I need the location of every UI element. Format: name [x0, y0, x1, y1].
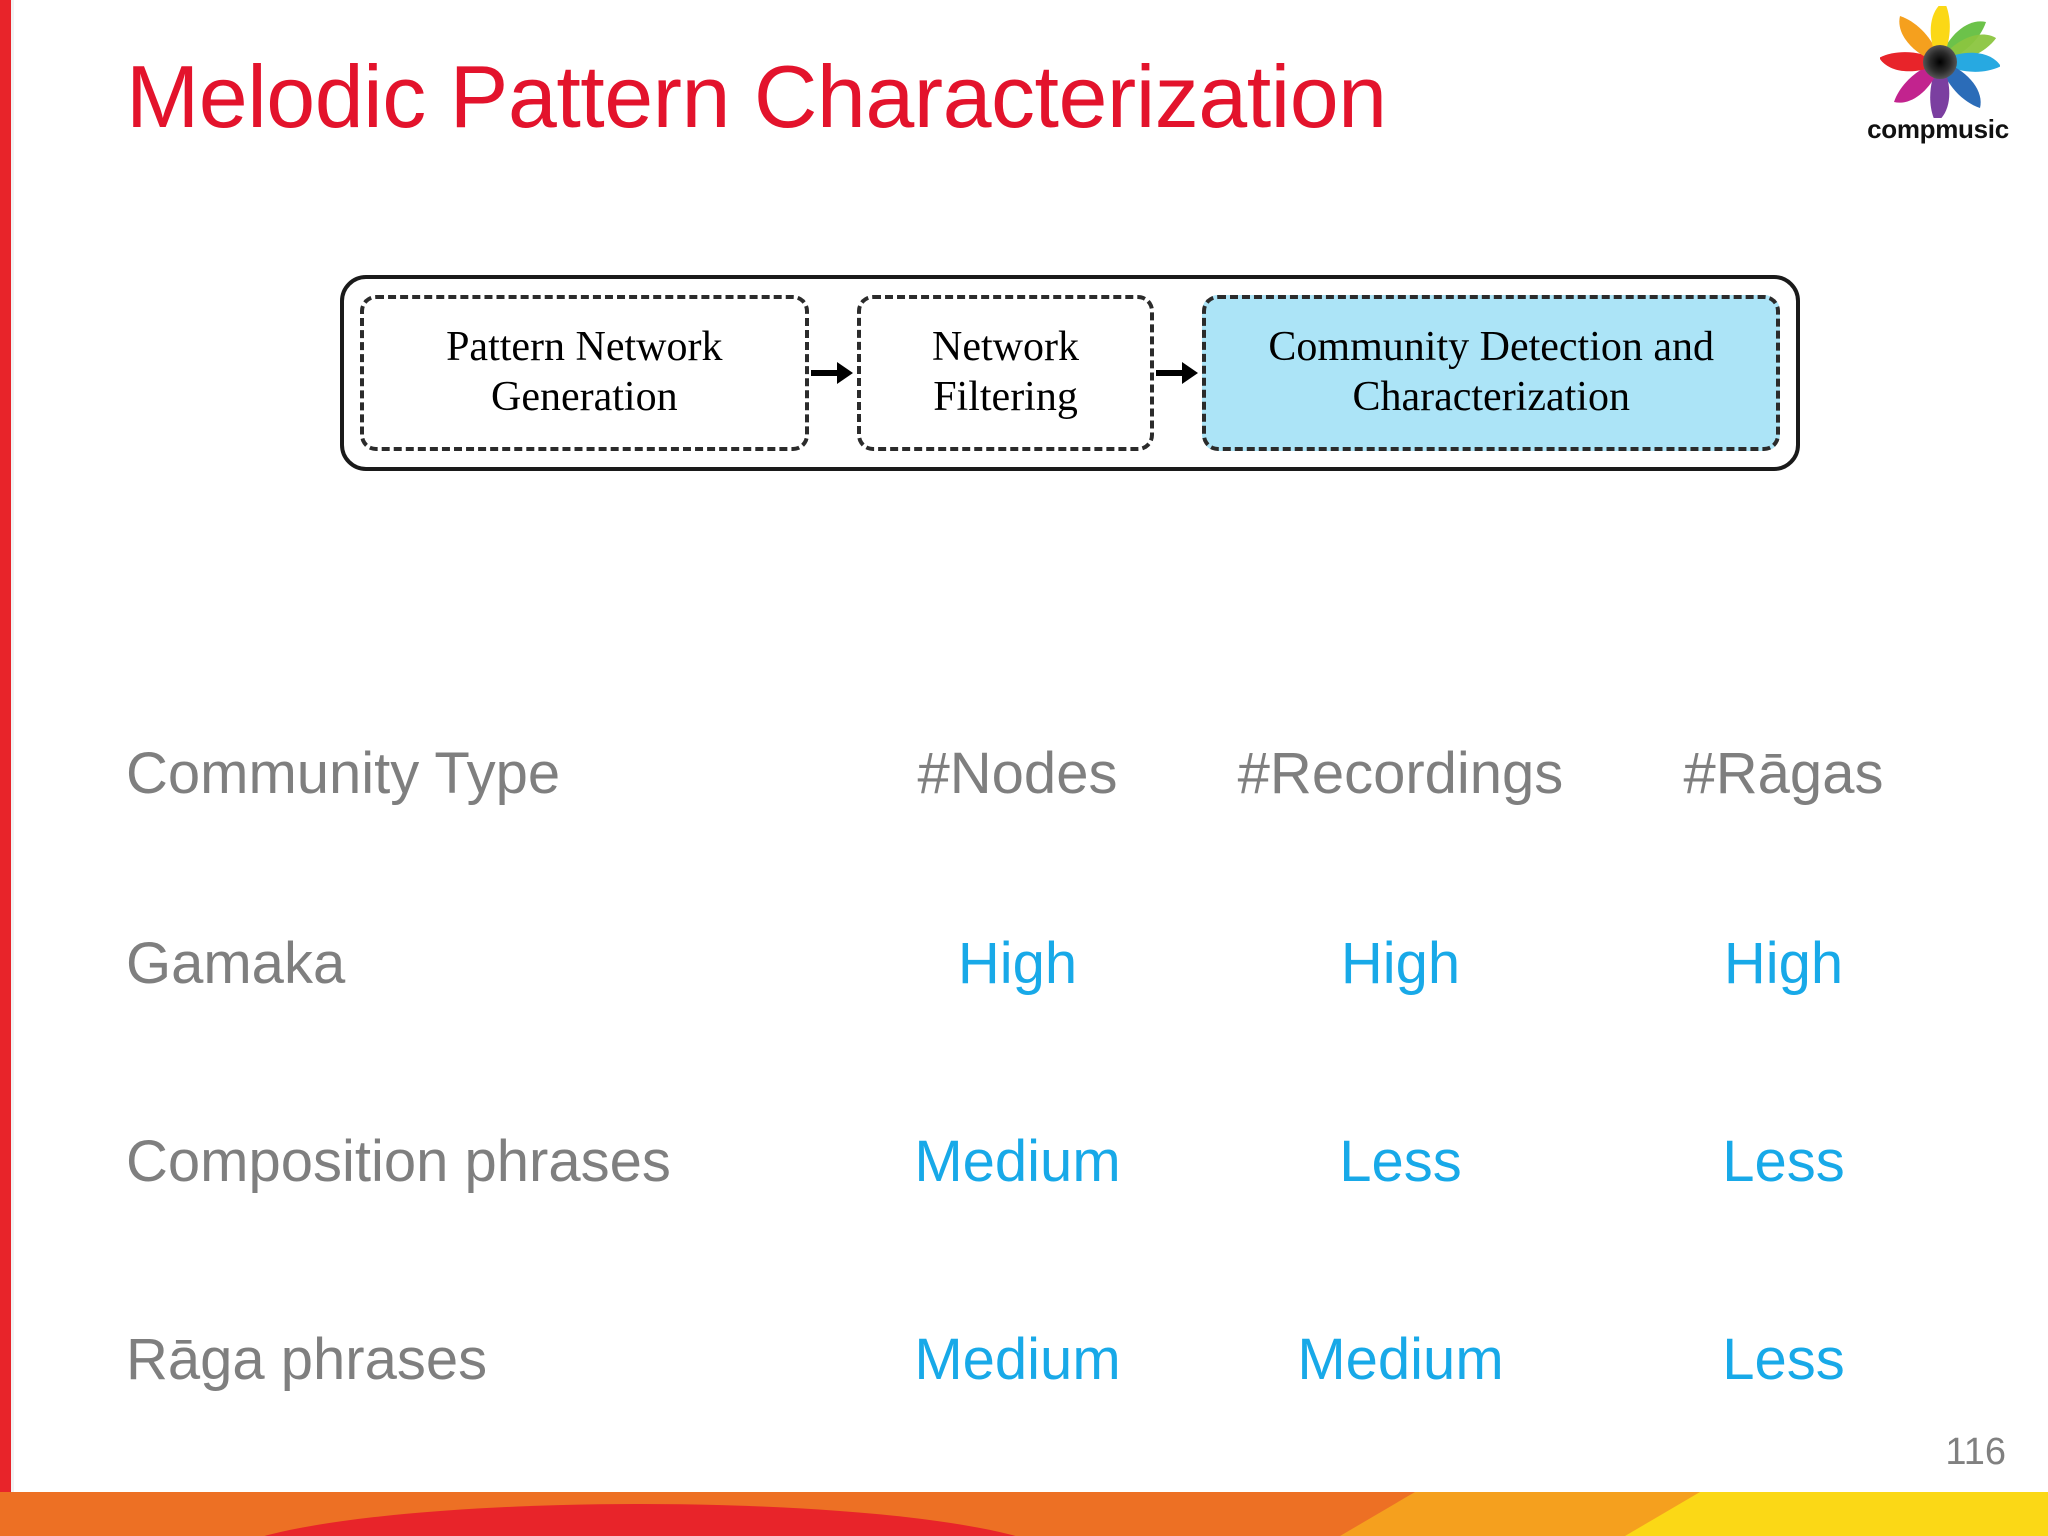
page-title: Melodic Pattern Characterization: [126, 47, 1387, 146]
footer-decorative-band: [0, 1492, 2048, 1536]
row-label-gamaka: Gamaka: [126, 931, 346, 996]
cell-composition-nodes: Medium: [914, 1129, 1121, 1194]
right-arrow-icon-2: [1154, 360, 1202, 386]
cell-gamaka-ragas: High: [1723, 931, 1844, 996]
pipeline-step-pattern-network-generation: Pattern Network Generation: [360, 295, 809, 451]
table-row: Composition phrases Medium Less Less: [126, 1128, 1976, 1326]
table-header-row: Community Type #Nodes #Recordings #Rāgas: [126, 740, 1976, 930]
cell-raga-recordings: Medium: [1297, 1327, 1504, 1392]
compmusic-wordmark: compmusic: [1867, 114, 2009, 144]
pipeline-diagram: Pattern Network Generation Network Filte…: [340, 275, 1800, 471]
cell-gamaka-nodes: High: [957, 931, 1078, 996]
compmusic-pinwheel-icon: [1879, 1, 2001, 123]
pipeline-step-network-filtering: Network Filtering: [856, 295, 1155, 451]
pipeline-step-community-detection-and-characterization: Community Detection and Characterization: [1202, 295, 1780, 451]
column-header-community-type: Community Type: [126, 741, 561, 806]
row-label-composition-phrases: Composition phrases: [126, 1129, 671, 1194]
right-arrow-icon: [809, 360, 857, 386]
table-row: Gamaka High High High: [126, 930, 1976, 1128]
column-header-nodes: #Nodes: [917, 741, 1118, 806]
cell-composition-recordings: Less: [1339, 1129, 1462, 1194]
column-header-ragas: #Rāgas: [1683, 741, 1884, 806]
left-edge-stripe-inner: [11, 0, 14, 1536]
page-number: 116: [1945, 1431, 2006, 1473]
cell-gamaka-recordings: High: [1340, 931, 1461, 996]
row-label-raga-phrases: Rāga phrases: [126, 1327, 488, 1392]
cell-raga-ragas: Less: [1722, 1327, 1845, 1392]
cell-composition-ragas: Less: [1722, 1129, 1845, 1194]
cell-raga-nodes: Medium: [914, 1327, 1121, 1392]
compmusic-logo: compmusic: [1858, 1, 2018, 156]
table-row: Rāga phrases Medium Medium Less: [126, 1326, 1976, 1524]
community-comparison-table: Community Type #Nodes #Recordings #Rāgas…: [126, 740, 1976, 1524]
left-edge-stripe: [0, 0, 11, 1536]
column-header-recordings: #Recordings: [1237, 741, 1564, 806]
